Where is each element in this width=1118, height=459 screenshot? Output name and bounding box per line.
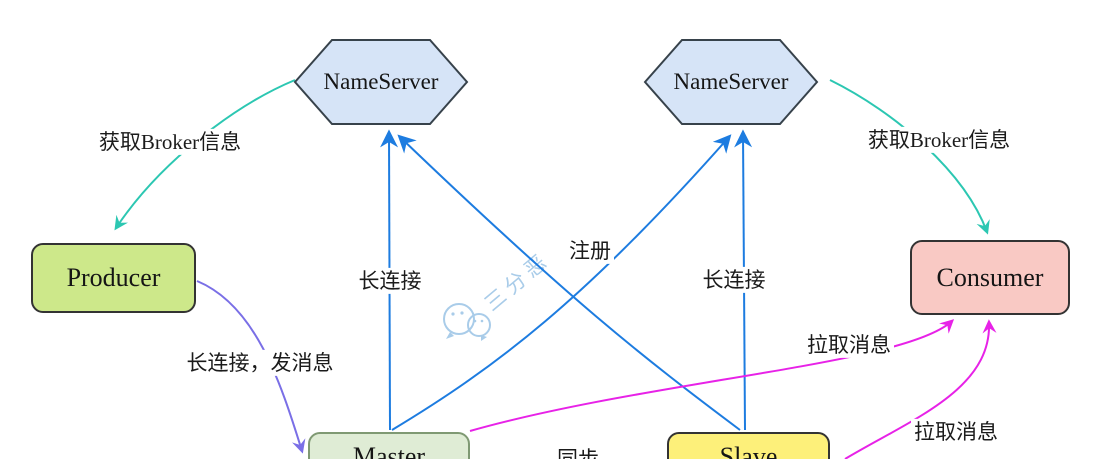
edge-label-get-broker-right: 获取Broker信息 <box>864 126 1014 154</box>
master-label: Master <box>352 442 426 459</box>
edge-label-register: 注册 <box>566 237 614 265</box>
edge-label-get-broker-left: 获取Broker信息 <box>95 128 245 156</box>
node-master: Master <box>308 432 470 459</box>
edge-label-pull-message-master: 拉取消息 <box>804 331 894 359</box>
edge-slave-to-nameserver-left <box>397 134 741 431</box>
node-producer: Producer <box>31 243 196 313</box>
edge-label-pull-message-slave: 拉取消息 <box>911 418 1001 446</box>
node-consumer: Consumer <box>910 240 1070 315</box>
consumer-label: Consumer <box>936 262 1044 292</box>
watermark-text: 三分恶 <box>480 247 555 316</box>
nameserver-left-shape <box>293 39 469 125</box>
wechat-icon <box>443 303 491 341</box>
nameserver-right-shape <box>643 39 819 125</box>
edge-slave-to-consumer <box>844 319 997 459</box>
producer-label: Producer <box>66 263 161 292</box>
node-slave: Slave <box>667 432 830 459</box>
edge-label-long-connection-master: 长连接 <box>355 267 425 295</box>
nameserver-left-label: NameServer <box>323 69 439 94</box>
edge-label-sync: 同步 <box>554 445 602 459</box>
edge-nameserver-right-to-consumer <box>829 79 990 235</box>
nameserver-right-label: NameServer <box>673 69 789 94</box>
edge-master-to-consumer <box>469 319 955 432</box>
node-nameserver-right: NameServer <box>645 42 817 122</box>
edge-producer-to-master <box>196 280 306 454</box>
edge-label-long-connection-slave: 长连接 <box>699 266 769 294</box>
node-nameserver-left: NameServer <box>295 42 467 122</box>
edge-label-long-connection-send: 长连接，发消息 <box>183 349 337 377</box>
slave-label: Slave <box>719 442 778 459</box>
edge-master-to-nameserver-right <box>391 134 732 431</box>
